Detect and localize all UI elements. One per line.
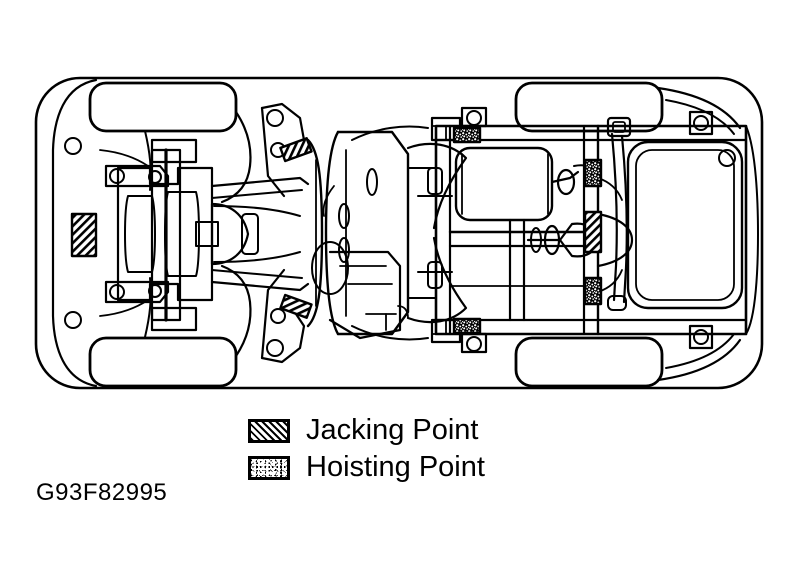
jacking-point-label: Jacking Point [306,414,479,446]
rear-frame-right-hoisting-point [583,276,603,306]
wheels-group [88,81,664,388]
rear-left-wheel [514,81,664,133]
legend-item-hoisting: Hoisting Point [248,453,485,482]
legend: Jacking Point Hoisting Point [248,416,485,482]
hoisting-point-markers [452,126,603,335]
rear-frame-left-hoisting-point [583,158,603,188]
rear-axle-jacking-point [583,210,603,254]
hoisting-point-swatch-icon [248,455,290,480]
front-right-wheel [88,336,238,388]
front-right-body-plug [64,311,82,329]
jacking-point-markers [70,137,603,319]
front-left-body-plug [64,137,82,155]
vehicle-body-outline [34,76,764,390]
fuel-tank [454,146,554,222]
jacking-point-swatch-icon [248,418,290,443]
spare-tire-carrier [626,140,744,310]
center-left-jacking-point [279,137,313,163]
front-suspension-assembly [104,110,310,358]
rear-frame-assembly [427,86,759,382]
center-right-jacking-point [279,293,313,319]
front-frame-left-hoisting-point [452,126,482,144]
hoisting-point-label: Hoisting Point [306,451,485,483]
front-left-wheel [88,81,238,133]
figure-caption: G93F82995 [36,479,168,506]
legend-item-jacking: Jacking Point [248,416,485,445]
rear-right-wheel [514,336,664,388]
front-frame-right-hoisting-point [452,317,482,335]
front-left-sill-jacking-point [70,212,98,258]
